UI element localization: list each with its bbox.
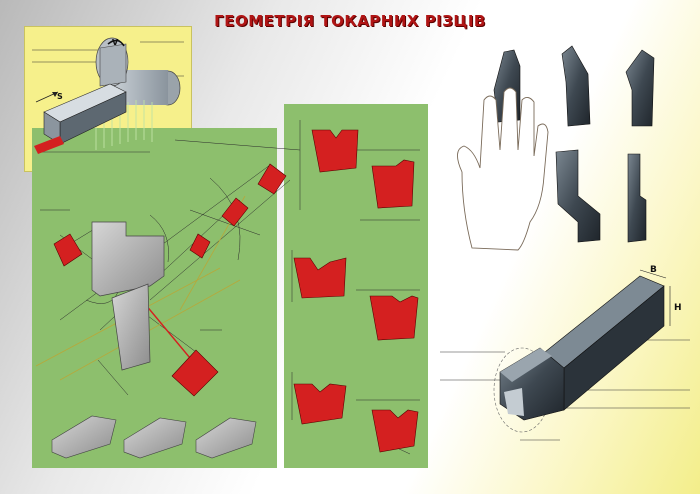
cutter-angle-diagram	[35, 139, 301, 459]
inset-label-v: V	[112, 38, 119, 47]
dimension-label-h: H	[674, 303, 682, 313]
inset-label-s: S	[57, 92, 63, 101]
inset-illustration: V S	[32, 37, 184, 154]
cutter-profile-sections	[291, 120, 420, 455]
tool-types-illustration	[457, 45, 655, 251]
cutter-bar-illustration: B H	[440, 265, 690, 441]
poster-title: ГЕОМЕТРІЯ ТОКАРНИХ РІЗЦІВ	[214, 12, 486, 30]
dimension-label-b: B	[650, 265, 657, 275]
cutter-angles-panel	[32, 128, 277, 468]
